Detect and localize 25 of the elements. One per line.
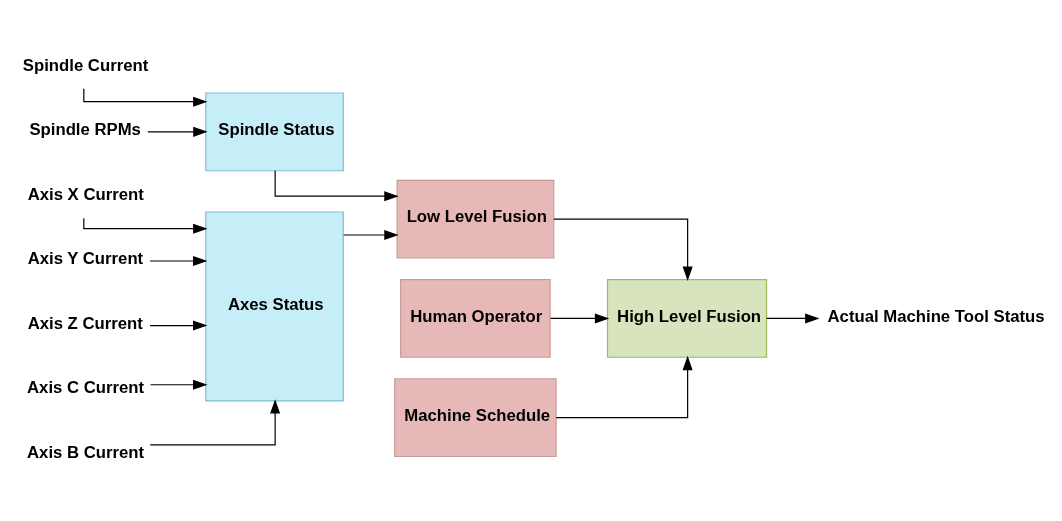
node-text: Actual Machine Tool Status [827,306,1045,326]
arrow [550,312,610,323]
arrow [343,229,399,240]
node-box: Spindle Status [205,91,344,171]
node-box: High Level Fusion [606,278,768,358]
arrow [149,398,281,445]
node-text: Spindle RPMs [29,119,141,139]
arrow [766,312,820,323]
arrow [274,169,399,201]
arrow [553,218,693,281]
arrow [555,355,693,418]
arrow [149,379,208,390]
node-box: Machine Schedule [394,377,557,457]
node-text: Axis B Current [27,442,145,462]
arrow [149,320,208,331]
node-box: Axes Status [205,210,344,401]
node-text: Axis X Current [27,184,144,204]
arrow [149,255,208,266]
node-text: Axis Z Current [27,313,143,333]
node-text: Axis C Current [27,377,145,397]
node-text: Axis Y Current [27,248,144,268]
arrow [147,126,208,137]
node-text: Spindle Current [22,55,149,75]
node-box: Human Operator [400,278,551,358]
node-box: Low Level Fusion [396,179,555,259]
